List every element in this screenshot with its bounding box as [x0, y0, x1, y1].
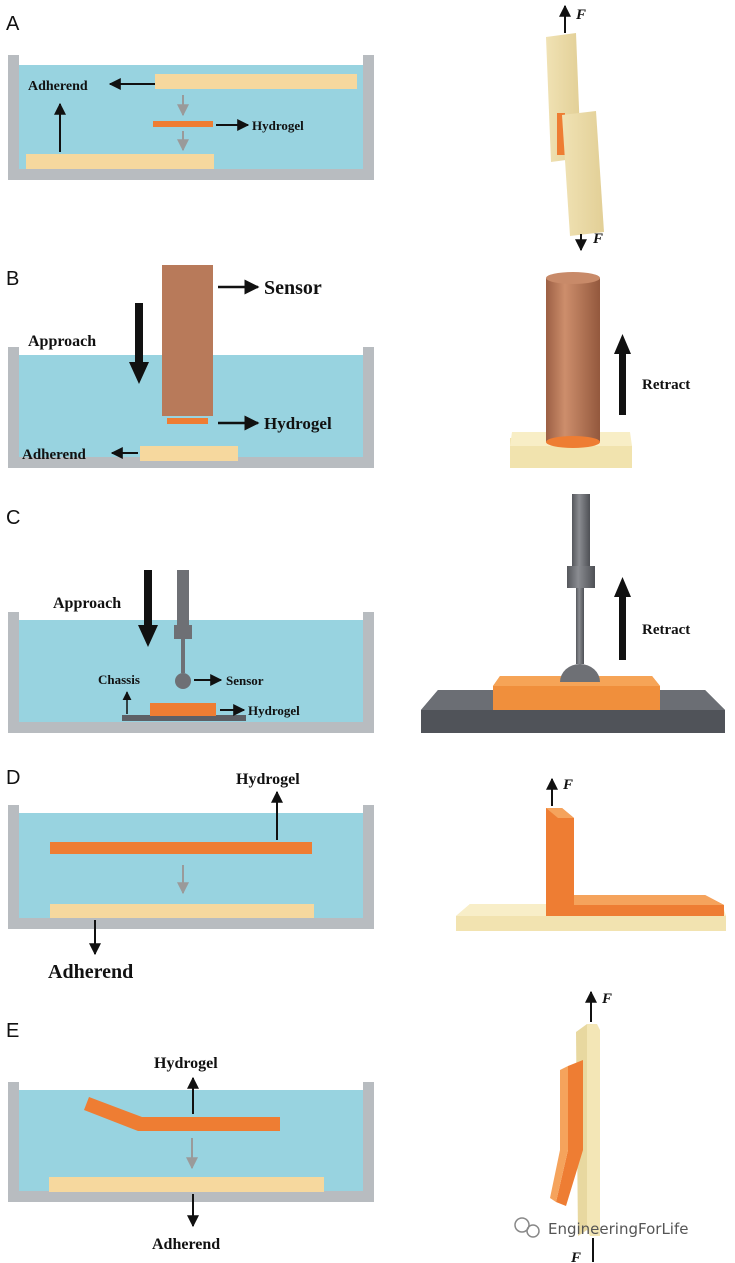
panel-b: B Sensor Approach Hydrogel Adherend Retr…	[6, 265, 690, 468]
panel-d-tank	[8, 805, 374, 929]
panel-b-hydrogel-label: Hydrogel	[264, 414, 332, 433]
panel-c-hydrogel-label: Hydrogel	[248, 703, 300, 718]
panel-a-lap-hydrogel	[557, 113, 565, 155]
panel-d-peel-vertical	[546, 808, 574, 916]
panel-b-retract-arrow	[614, 334, 631, 415]
panel-b-retract-label: Retract	[642, 377, 690, 393]
panel-c-retract-arrow	[614, 577, 631, 660]
panel-c-letter: C	[6, 507, 20, 529]
panel-d-peel: F	[456, 777, 726, 931]
wechat-icon	[514, 1217, 540, 1238]
panel-b-adherend-label: Adherend	[22, 447, 87, 463]
panel-e-vertical-adherend	[587, 1024, 600, 1236]
panel-c-probe-rod-3d	[572, 494, 590, 566]
panel-b-probe-tack: Retract	[510, 272, 690, 468]
panel-c-chassis-label: Chassis	[98, 672, 140, 687]
panel-e-hydrogel-label: Hydrogel	[154, 1055, 218, 1072]
panel-e-peel-hydrogel	[556, 1060, 583, 1206]
panel-d: D Hydrogel Adherend F	[6, 767, 726, 983]
panel-a-lap-shear: F F	[546, 4, 604, 252]
panel-a: A Adherend Hydrogel F F	[6, 4, 604, 252]
panel-e-adherend	[49, 1177, 324, 1192]
panel-a-force-top: F	[575, 7, 586, 23]
panel-d-letter: D	[6, 767, 20, 789]
panel-b-approach-label: Approach	[28, 333, 96, 350]
panel-b-letter: B	[6, 268, 19, 290]
panel-a-adherend-label: Adherend	[28, 79, 88, 94]
panel-c-probe-rod	[177, 570, 189, 625]
panel-a-lower-plank	[562, 111, 604, 236]
panel-c-hydrogel	[150, 703, 216, 716]
panel-c: C Approach Chassis Sensor Hydrogel	[6, 494, 725, 733]
panel-b-adherend	[140, 446, 238, 461]
panel-e-force-top: F	[601, 991, 612, 1007]
panel-a-top-adherend	[155, 74, 357, 89]
panel-b-approach-arrow	[129, 303, 149, 384]
panel-e-adherend-label: Adherend	[152, 1236, 220, 1253]
panel-b-cylinder	[546, 278, 600, 442]
watermark-text: EngineeringForLife	[548, 1220, 688, 1238]
panel-b-hydrogel	[167, 418, 208, 424]
panel-c-retract-label: Retract	[642, 622, 690, 638]
panel-d-hydrogel-label: Hydrogel	[236, 771, 300, 788]
panel-e-peel: F F	[550, 990, 612, 1263]
panel-c-approach-arrow	[138, 570, 158, 647]
panel-b-sensor	[162, 265, 213, 416]
panel-c-sphere-probe: Retract	[421, 494, 725, 733]
panel-d-hydrogel	[50, 842, 312, 854]
panel-d-water	[19, 813, 363, 918]
panel-e: E Hydrogel Adherend F F	[6, 990, 612, 1263]
panel-c-approach-label: Approach	[53, 595, 121, 612]
panel-a-hydrogel	[153, 121, 213, 127]
panel-a-hydrogel-label: Hydrogel	[252, 118, 304, 133]
panel-a-letter: A	[6, 13, 20, 35]
watermark: EngineeringForLife	[514, 1217, 688, 1238]
panel-c-probe-tip	[175, 673, 191, 689]
panel-c-chassis	[122, 715, 246, 721]
panel-b-sensor-label: Sensor	[264, 277, 322, 299]
panel-d-force: F	[562, 777, 573, 793]
panel-e-hydrogel	[84, 1097, 280, 1131]
panel-c-probe-ball	[560, 664, 600, 682]
panel-e-letter: E	[6, 1020, 19, 1042]
panel-d-adherend-label: Adherend	[48, 961, 133, 983]
panel-b-cylinder-hydrogel	[546, 436, 600, 448]
panel-a-force-bottom: F	[592, 231, 603, 247]
panel-c-sensor-label: Sensor	[226, 673, 264, 688]
panel-a-bottom-adherend	[26, 154, 214, 169]
panel-e-force-bottom: F	[570, 1250, 581, 1263]
panel-d-adherend	[50, 904, 314, 918]
